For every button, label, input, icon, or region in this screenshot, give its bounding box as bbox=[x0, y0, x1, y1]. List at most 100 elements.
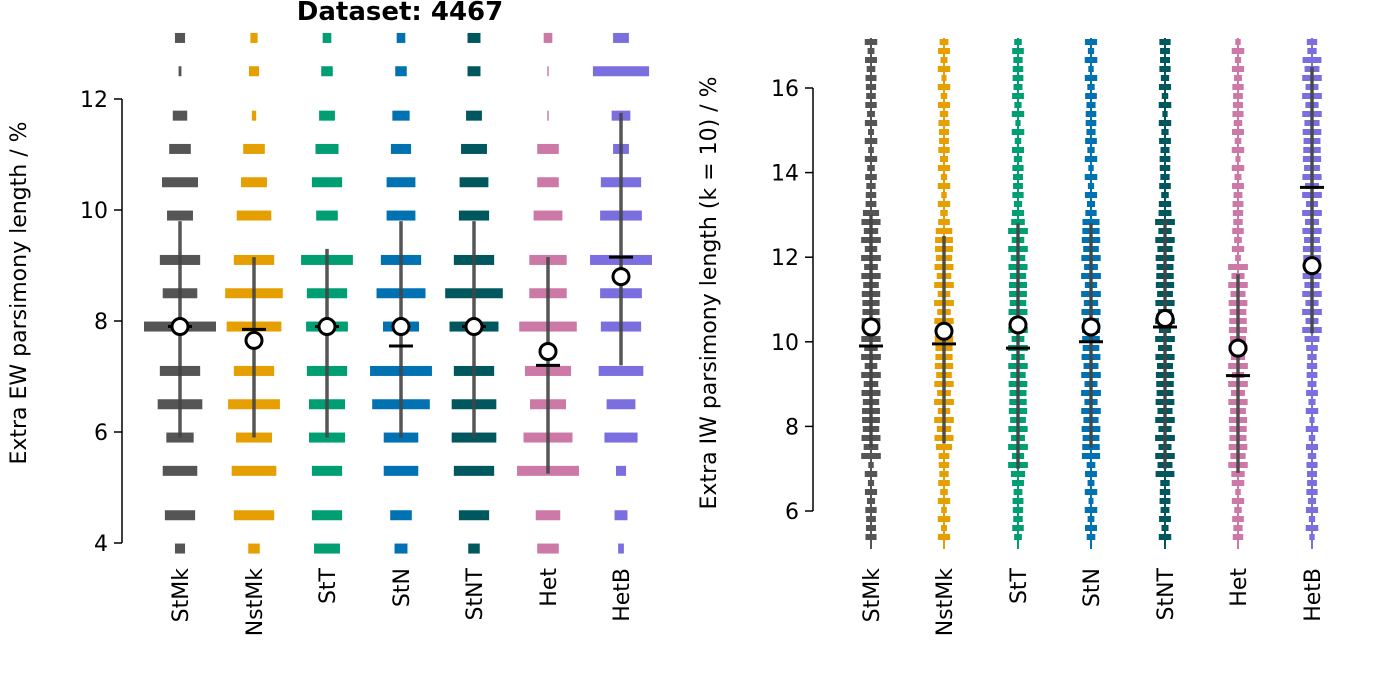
histogram-bar bbox=[1160, 480, 1170, 486]
histogram-bar bbox=[316, 210, 338, 221]
histogram-bar bbox=[162, 465, 198, 476]
histogram-bar bbox=[1158, 201, 1172, 207]
mean-point bbox=[1081, 317, 1101, 337]
histogram-bar bbox=[1231, 129, 1245, 135]
histogram-bar bbox=[865, 75, 877, 81]
histogram-bar bbox=[1231, 471, 1245, 477]
histogram-bar bbox=[535, 510, 561, 521]
x-tick-label: StN bbox=[390, 568, 415, 607]
mean-point bbox=[1008, 315, 1028, 335]
y-tick-label: 6 bbox=[785, 500, 799, 525]
histogram-bar bbox=[395, 66, 407, 77]
histogram-bar bbox=[1232, 102, 1244, 108]
histogram-bar bbox=[386, 177, 416, 188]
histogram-bar bbox=[941, 507, 947, 513]
histogram-bar bbox=[1085, 471, 1097, 477]
histogram-bar bbox=[311, 177, 343, 188]
histogram-bar bbox=[604, 432, 638, 443]
histogram-bar bbox=[174, 32, 186, 43]
histogram-bar bbox=[1305, 525, 1319, 531]
histogram-bar bbox=[938, 453, 950, 459]
histogram-bar bbox=[1013, 174, 1023, 180]
histogram-bar bbox=[939, 39, 949, 45]
histogram-bar bbox=[1308, 399, 1316, 405]
histogram-bar bbox=[938, 147, 950, 153]
histogram-bar bbox=[940, 210, 948, 216]
mean-point bbox=[1302, 256, 1322, 276]
histogram-bar bbox=[1011, 111, 1025, 117]
histogram-bar bbox=[396, 32, 406, 43]
histogram-bar bbox=[1232, 201, 1244, 207]
histogram-bar bbox=[939, 156, 949, 162]
histogram-bar bbox=[614, 510, 628, 521]
histogram-bar bbox=[1015, 120, 1021, 126]
histogram-bar bbox=[1234, 138, 1242, 144]
histogram-bar bbox=[167, 210, 193, 221]
histogram-bar bbox=[467, 66, 481, 77]
histogram-bar bbox=[1086, 102, 1096, 108]
histogram-bar bbox=[1087, 516, 1095, 522]
histogram-bar bbox=[938, 480, 950, 486]
histogram-bar bbox=[1014, 534, 1022, 540]
histogram-bar bbox=[537, 543, 559, 554]
histogram-bar bbox=[864, 138, 878, 144]
histogram-bar bbox=[937, 102, 951, 108]
histogram-bar bbox=[1081, 453, 1101, 459]
histogram-bar bbox=[1159, 489, 1171, 495]
y-tick-label: 14 bbox=[771, 162, 799, 187]
histogram-bar bbox=[1228, 264, 1248, 270]
histogram-bar bbox=[1160, 75, 1170, 81]
histogram-bar bbox=[867, 48, 875, 54]
histogram-bar bbox=[938, 120, 950, 126]
histogram-bar bbox=[865, 525, 877, 531]
histogram-bar bbox=[868, 147, 874, 153]
histogram-bar bbox=[1232, 84, 1244, 90]
histogram-bar bbox=[939, 471, 949, 477]
histogram-bar bbox=[865, 174, 877, 180]
histogram-bar bbox=[937, 201, 951, 207]
histogram-bar bbox=[1231, 147, 1245, 153]
histogram-bar bbox=[390, 510, 412, 521]
histogram-bar bbox=[383, 465, 419, 476]
histogram-bar bbox=[233, 510, 275, 521]
histogram-bar bbox=[1160, 57, 1170, 63]
histogram-bar bbox=[598, 365, 644, 376]
histogram-bar bbox=[315, 143, 339, 154]
histogram-bar bbox=[314, 543, 340, 554]
histogram-bar bbox=[1013, 156, 1023, 162]
x-tick-label: HetB bbox=[610, 568, 635, 622]
y-tick-label: 6 bbox=[94, 421, 108, 446]
histogram-bar bbox=[321, 66, 333, 77]
histogram-bar bbox=[236, 210, 272, 221]
x-tick-label: StNT bbox=[1154, 567, 1179, 620]
histogram-bar bbox=[615, 465, 627, 476]
histogram-bar bbox=[1088, 498, 1094, 504]
histogram-bar bbox=[547, 66, 549, 77]
mean-point bbox=[1228, 338, 1248, 358]
mean-point bbox=[391, 317, 411, 337]
histogram-bar bbox=[250, 32, 258, 43]
histogram-bar bbox=[865, 534, 877, 540]
histogram-bar bbox=[939, 138, 949, 144]
histogram-bar bbox=[937, 498, 951, 504]
histogram-bar bbox=[1232, 183, 1244, 189]
histogram-bar bbox=[1231, 48, 1245, 54]
histogram-bar bbox=[1231, 480, 1245, 486]
histogram-bar bbox=[1087, 183, 1095, 189]
mean-point bbox=[934, 321, 954, 341]
histogram-bar bbox=[1231, 246, 1245, 252]
histogram-bar bbox=[1233, 525, 1243, 531]
histogram-bar bbox=[937, 183, 951, 189]
histogram-bar bbox=[243, 143, 265, 154]
y-tick-label: 4 bbox=[94, 532, 108, 557]
histogram-bar bbox=[1307, 354, 1317, 360]
histogram-bar bbox=[390, 143, 412, 154]
histogram-bar bbox=[1086, 201, 1096, 207]
chart-title: Dataset: 4467 bbox=[297, 0, 503, 27]
histogram-bar bbox=[1233, 75, 1243, 81]
histogram-bar bbox=[461, 143, 487, 154]
histogram-bar bbox=[248, 543, 260, 554]
histogram-bar bbox=[865, 507, 877, 513]
histogram-bar bbox=[172, 110, 188, 121]
histogram-bar bbox=[178, 66, 182, 77]
